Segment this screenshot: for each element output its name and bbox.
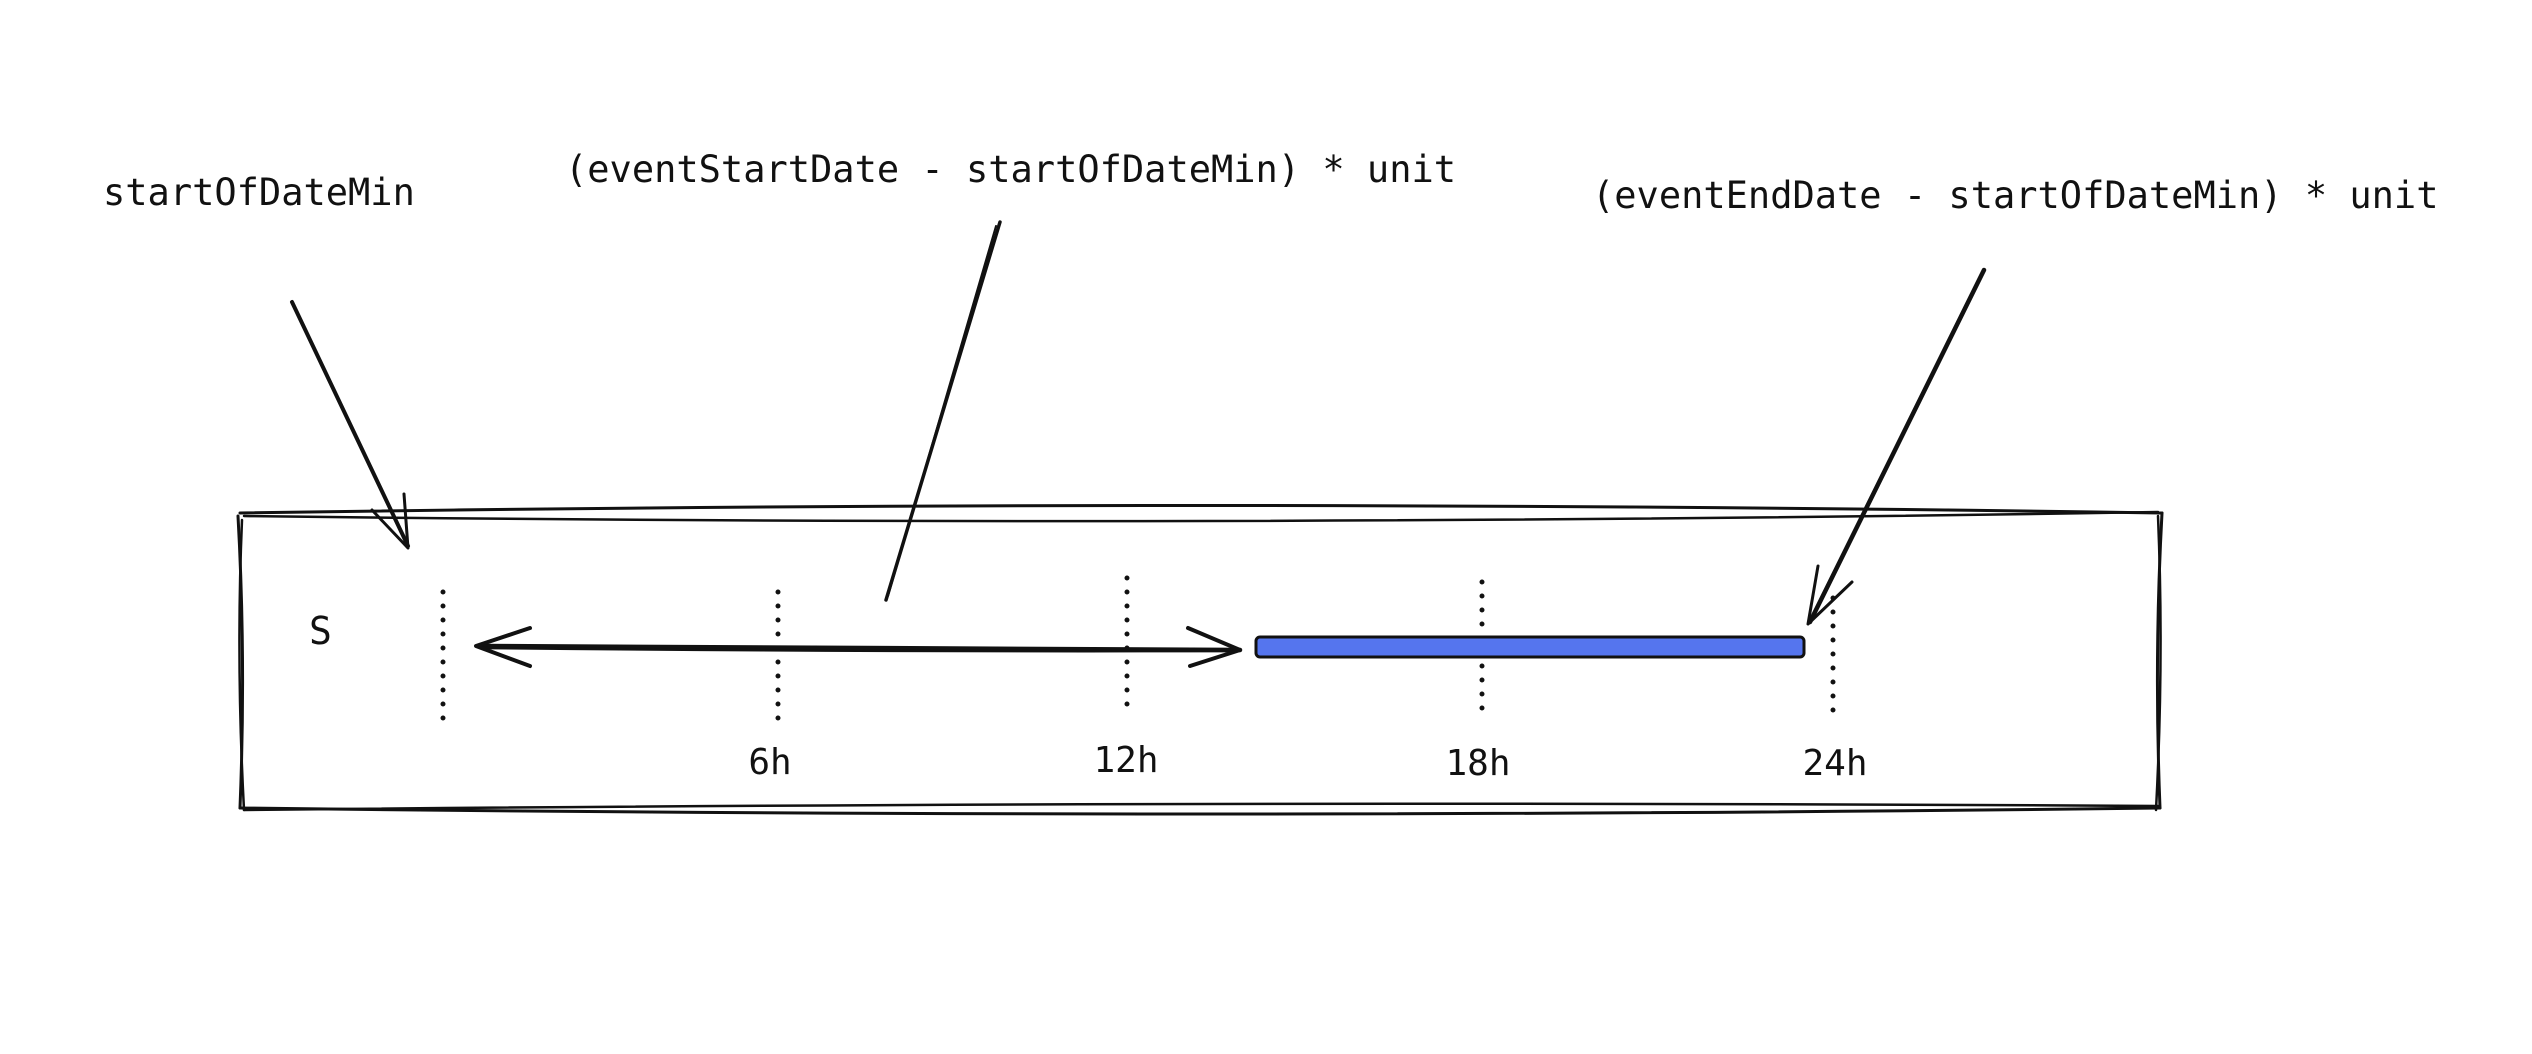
start-of-date-label: startOfDateMin xyxy=(103,171,415,214)
offset-double-arrow xyxy=(474,626,1243,668)
start-of-date-pointer-arrow xyxy=(290,300,410,550)
event-start-offset-pointer xyxy=(884,220,1002,602)
event-start-offset-label: (eventStartDate - startOfDateMin) * unit xyxy=(565,148,1456,191)
tick-label-18h: 18h xyxy=(1445,743,1510,784)
row-label: S xyxy=(309,609,332,653)
tick-label-24h: 24h xyxy=(1802,743,1867,784)
event-bar[interactable] xyxy=(1254,635,1806,659)
event-end-offset-pointer-arrow xyxy=(1806,267,1987,626)
timeline-box xyxy=(236,504,2164,816)
event-end-offset-label: (eventEndDate - startOfDateMin) * unit xyxy=(1592,174,2438,217)
tick-label-6h: 6h xyxy=(748,742,791,783)
tick-label-12h: 12h xyxy=(1093,740,1158,781)
